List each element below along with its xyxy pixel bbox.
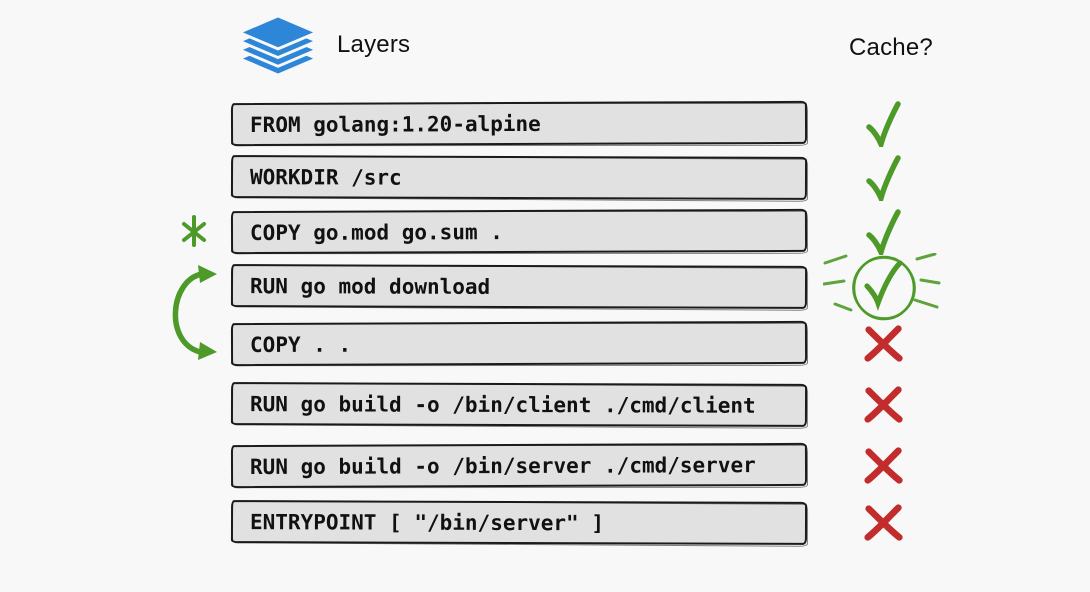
dockerfile-instruction-box: FROM golang:1.20-alpine (230, 100, 808, 147)
layers-legend: Layers (237, 14, 410, 76)
cache-hit-icon (860, 208, 908, 255)
dockerfile-instruction-box: RUN go build -o /bin/client ./cmd/client (230, 382, 808, 427)
curved-swap-arrow-icon (157, 263, 219, 366)
cache-hit-icon (860, 154, 908, 201)
dockerfile-instruction-box: WORKDIR /src (230, 155, 808, 200)
layer-row-run-download: RUN go mod download (0, 252, 1090, 321)
layers-icon (237, 14, 319, 76)
instruction-text: RUN go mod download (249, 273, 491, 299)
instruction-text: COPY . . (249, 332, 352, 357)
dockerfile-instruction-box: ENTRYPOINT [ "/bin/server" ] (230, 500, 808, 545)
cache-miss-icon (860, 322, 908, 365)
cache-label: Cache? (849, 34, 933, 61)
layer-row-workdir: WORKDIR /src (0, 154, 1090, 201)
cache-miss-icon (860, 501, 908, 544)
cache-miss-icon (860, 383, 908, 426)
layer-row-entrypoint: ENTRYPOINT [ "/bin/server" ] (0, 500, 1090, 545)
instruction-text: RUN go build -o /bin/server ./cmd/server (249, 452, 756, 479)
cache-miss-icon (860, 444, 908, 487)
layer-row-copy-mod: COPY go.mod go.sum . (0, 208, 1090, 255)
dockerfile-instruction-box: RUN go build -o /bin/server ./cmd/server (230, 442, 808, 489)
instruction-text: RUN go build -o /bin/client ./cmd/client (249, 391, 756, 418)
instruction-text: ENTRYPOINT [ "/bin/server" ] (249, 509, 605, 535)
asterisk-icon (181, 215, 207, 252)
layer-row-from: FROM golang:1.20-alpine (0, 100, 1090, 147)
instruction-text: COPY go.mod go.sum . (249, 219, 503, 245)
instruction-text: WORKDIR /src (249, 164, 402, 190)
dockerfile-instruction-box: RUN go mod download (230, 264, 808, 309)
layer-row-build-server: RUN go build -o /bin/server ./cmd/server (0, 442, 1090, 489)
dockerfile-instruction-box: COPY . . (230, 320, 808, 367)
cache-hit-icon (860, 100, 908, 147)
cache-header: Cache? (849, 34, 933, 62)
circled-check-rays-icon (822, 252, 945, 328)
dockerfile-instruction-box: COPY go.mod go.sum . (230, 208, 808, 255)
layer-row-build-client: RUN go build -o /bin/client ./cmd/client (0, 382, 1090, 427)
layer-row-copy-all: COPY . . (0, 320, 1090, 367)
instruction-text: FROM golang:1.20-alpine (249, 111, 541, 137)
layers-label: Layers (337, 31, 411, 58)
